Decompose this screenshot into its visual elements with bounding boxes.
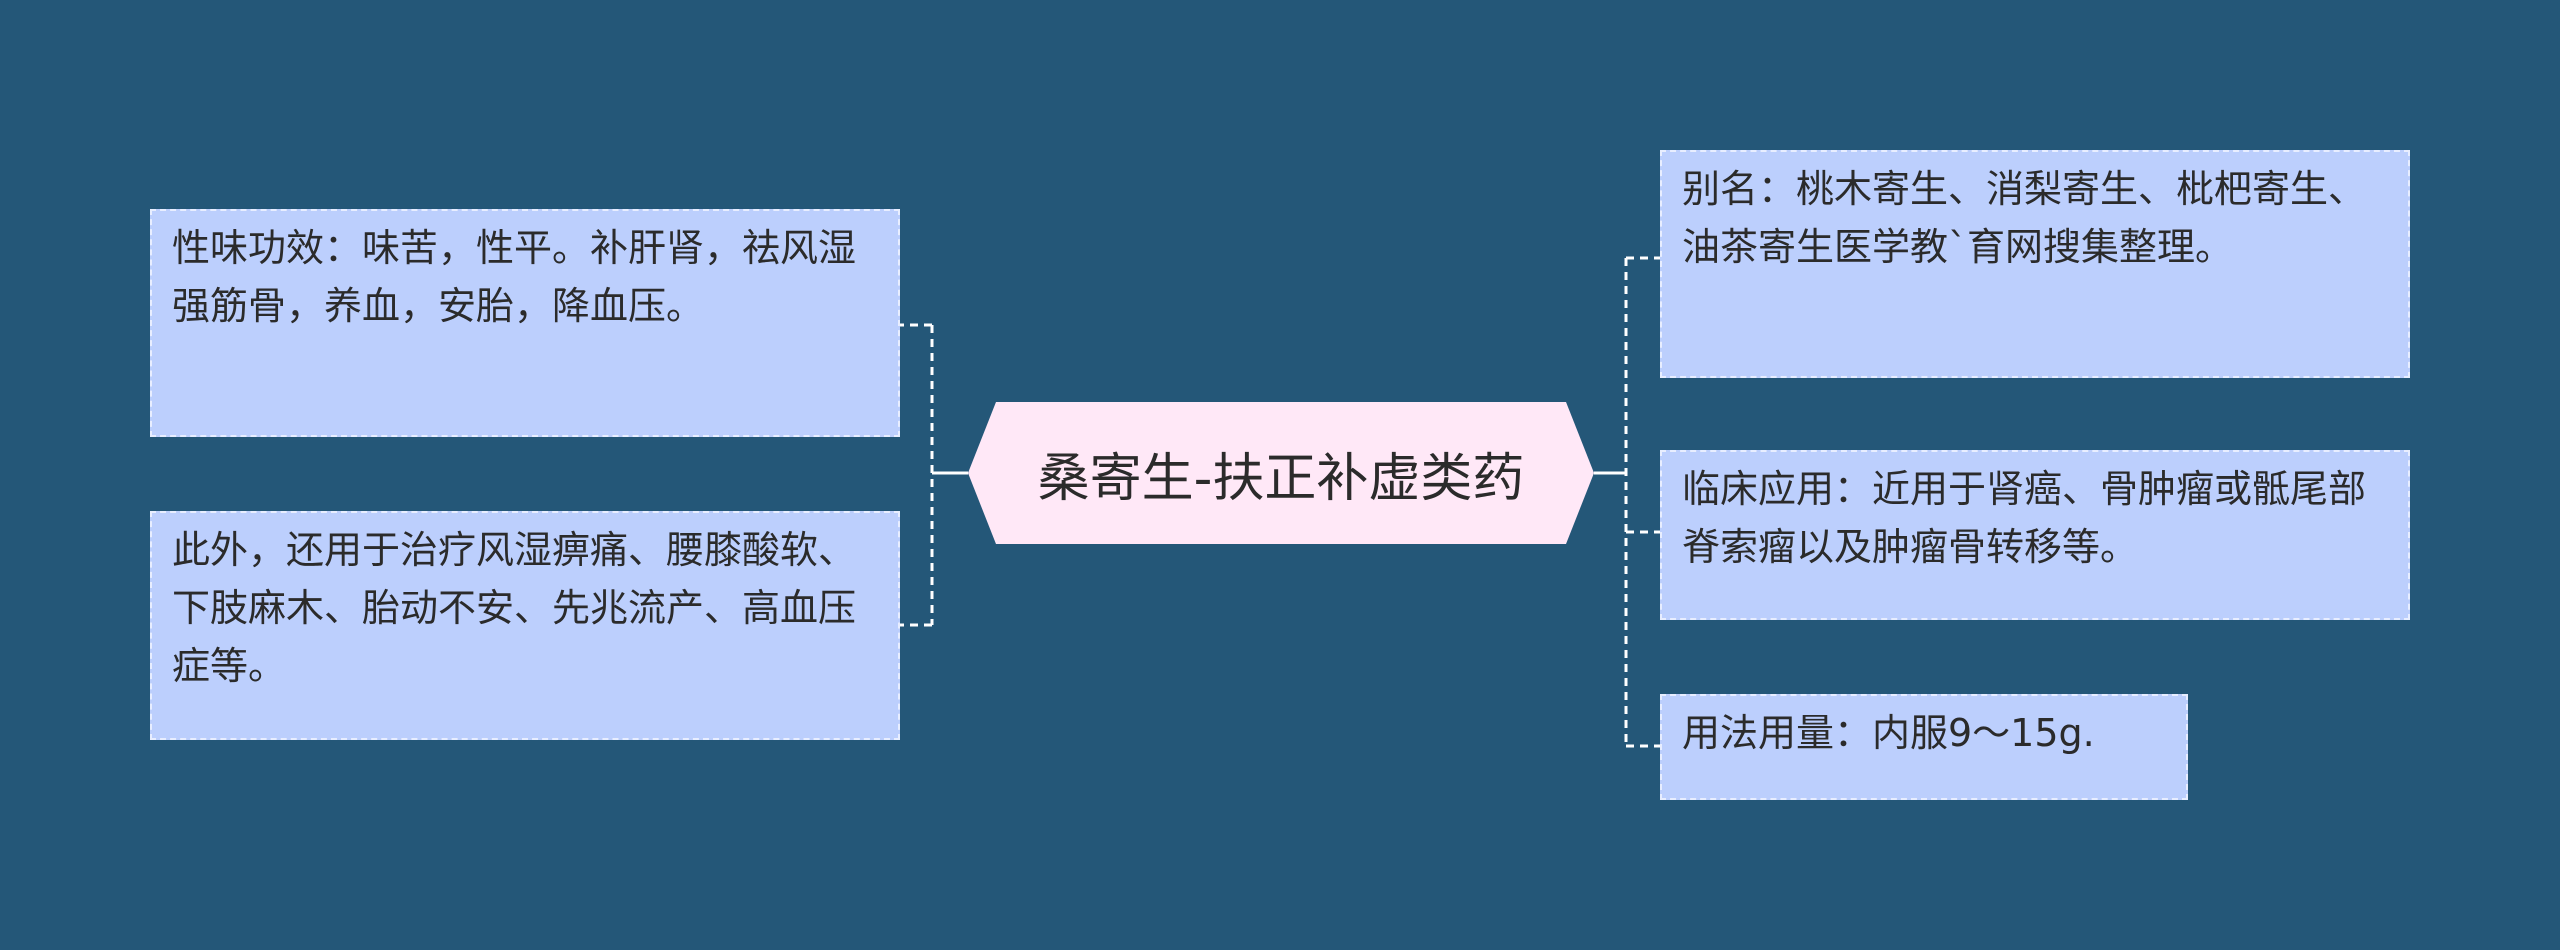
node-dosage[interactable]: 用法用量：内服9～15g. <box>1660 694 2188 800</box>
node-other-uses[interactable]: 此外，还用于治疗风湿痹痛、腰膝酸软、下肢麻木、胎动不安、先兆流产、高血压症等。 <box>150 511 900 740</box>
center-node-shape <box>968 402 1594 544</box>
center-hexagon <box>968 402 1594 544</box>
node-clinical[interactable]: 临床应用：近用于肾癌、骨肿瘤或骶尾部脊索瘤以及肿瘤骨转移等。 <box>1660 450 2410 620</box>
node-aliases[interactable]: 别名：桃木寄生、消梨寄生、枇杷寄生、油茶寄生医学教`育网搜集整理。 <box>1660 150 2410 378</box>
center-node-label[interactable]: 桑寄生-扶正补虚类药 <box>1037 448 1525 509</box>
node-properties[interactable]: 性味功效：味苦，性平。补肝肾，祛风湿强筋骨，养血，安胎，降血压。 <box>150 209 900 437</box>
